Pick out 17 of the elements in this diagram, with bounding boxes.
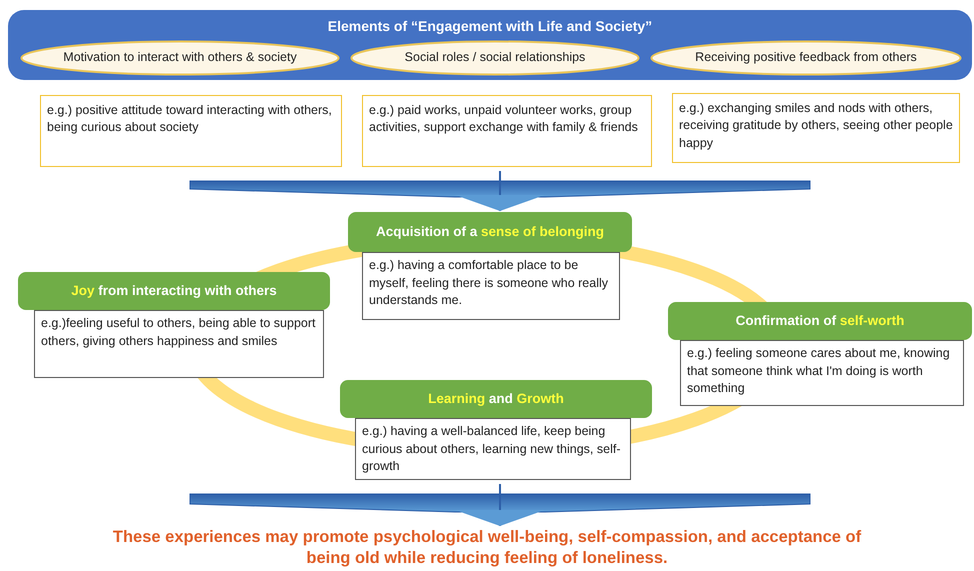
header-band bbox=[8, 10, 972, 80]
element-label: Motivation to interact with others & society bbox=[62, 50, 298, 66]
example-box: e.g.) exchanging smiles and nods with others, receiving gratitude by others, seeing other people happy bbox=[672, 93, 960, 163]
example-box: e.g.) having a well-balanced life, keep being curious about others, learning new things, self-growth bbox=[355, 418, 631, 480]
example-box: e.g.)feeling useful to others, being able to support others, giving others happiness and smiles bbox=[34, 310, 324, 378]
element-label: Receiving positive feedback from others bbox=[694, 50, 918, 66]
example-box: e.g.) feeling someone cares about me, knowing that someone think what I'm doing is worth something bbox=[680, 340, 964, 406]
section-title: Elements of “Engagement with Life and Society” bbox=[326, 18, 654, 34]
example-box: e.g.) having a comfortable place to be myself, feeling there is someone who really understands me. bbox=[362, 252, 620, 320]
conclusion-text: These experiences may promote psychological well-being, self-compassion, and acceptance of being old while reducing feeling of loneliness. bbox=[90, 527, 884, 571]
heading-bar: Acquisition of a sense of belonging bbox=[348, 212, 632, 252]
element-label: Social roles / social relationships bbox=[404, 50, 586, 66]
example-box: e.g.) positive attitude toward interacting with others, being curious about society bbox=[40, 95, 342, 167]
heading-bar: Joy from interacting with others bbox=[18, 272, 330, 310]
heading-bar: Confirmation of self-worth bbox=[668, 302, 972, 340]
example-box: e.g.) paid works, unpaid volunteer works, group activities, support exchange with family & friends bbox=[362, 95, 652, 167]
heading-bar: Learning and Growth bbox=[340, 380, 652, 418]
